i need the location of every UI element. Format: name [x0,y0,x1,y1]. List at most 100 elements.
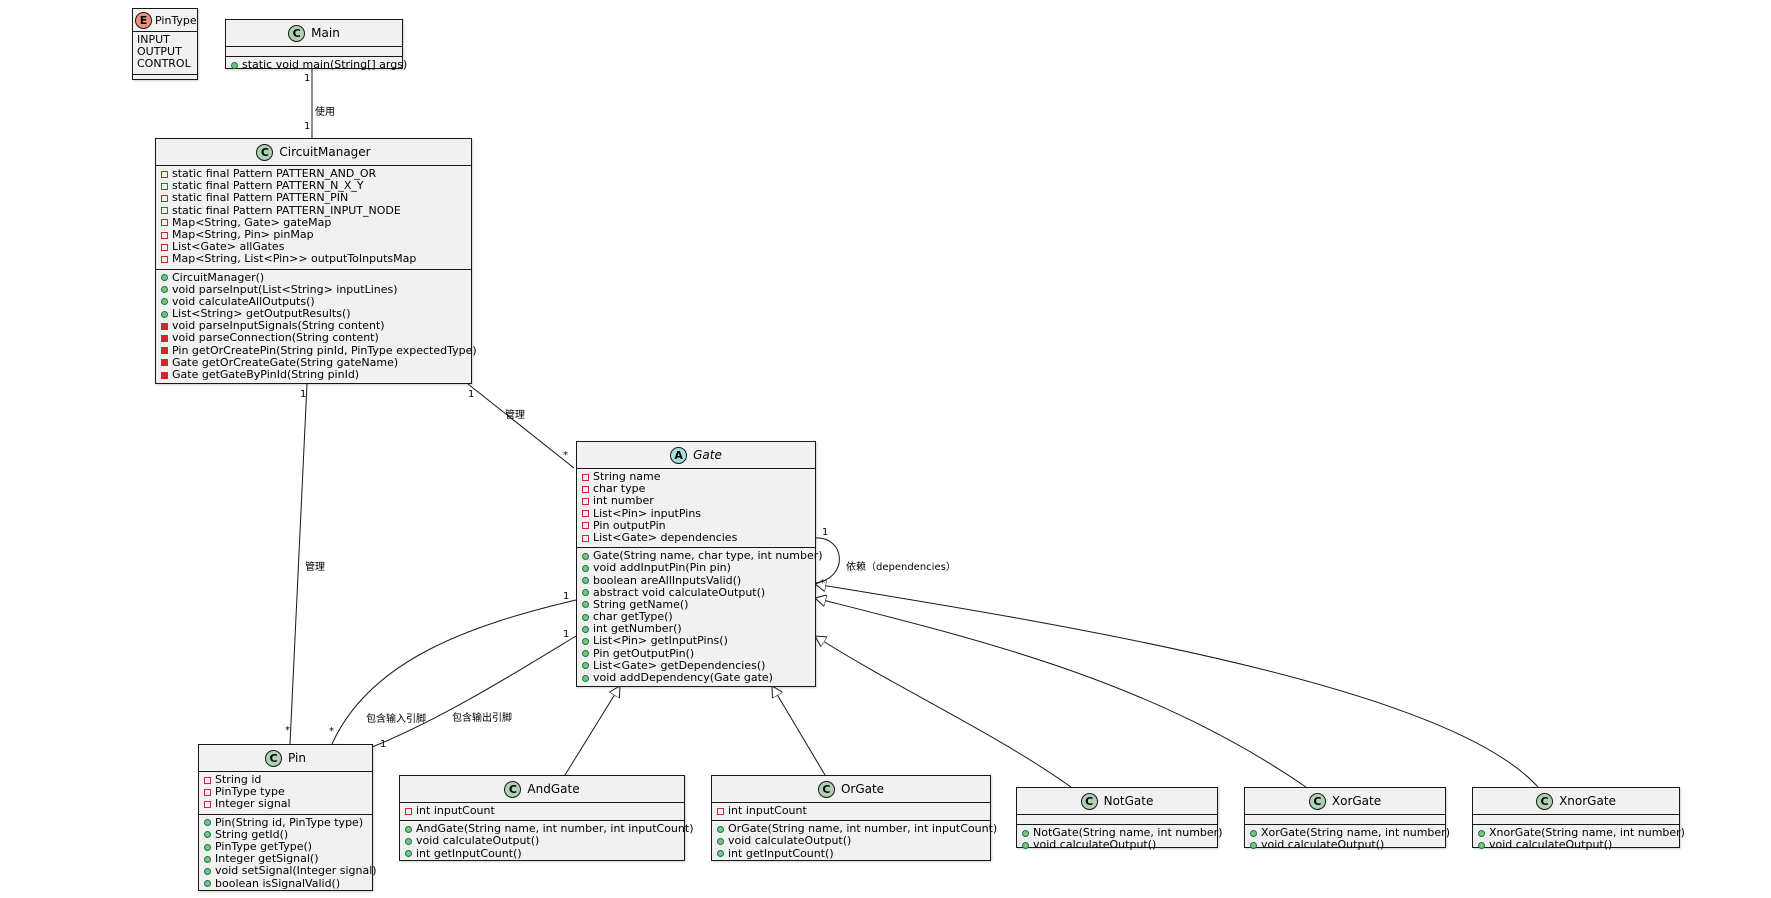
field-row: PinType type [199,785,372,798]
public-method-icon [582,552,589,560]
public-method-icon [1478,841,1485,849]
method-row: Gate(String name, char type, int number) [577,549,823,562]
method-row: boolean isSignalValid() [199,877,372,890]
method-row: OrGate(String name, int number, int inpu… [712,822,997,835]
public-method-icon [582,601,589,609]
mult-cm-gate-end: * [563,450,568,461]
mult-cm-gate-start: 1 [468,389,475,400]
private-field-icon [582,510,589,518]
public-method-icon [582,674,589,682]
private-method-icon [161,335,168,343]
method-row: void calculateOutput() [712,835,990,847]
public-method-icon [231,61,238,69]
method-row: String getName() [577,598,815,611]
class-name: PinType [155,13,197,27]
method-row: static void main(String[] args) [226,58,407,71]
private-field-icon [582,497,589,505]
enum-value: OUTPUT [137,45,182,59]
public-method-icon [717,837,724,845]
method-row: List<Gate> getDependencies() [577,659,815,672]
mult-gate-self-start: 1 [822,527,829,538]
method-row: void calculateOutput() [1245,838,1445,851]
public-method-icon [405,837,412,845]
public-method-icon [161,274,168,282]
mult-gate-self-end: * [820,578,825,589]
private-field-icon [204,788,211,796]
class-name: Pin [288,751,306,765]
edge-gate-pin-output [371,635,577,748]
edge-notgate-gate [815,636,1072,788]
private-field-icon [717,807,724,815]
class-main[interactable]: C Main static void main(String[] args) [225,19,407,71]
edge-xnorgate-gate [815,584,1539,788]
class-circuitmanager[interactable]: C CircuitManager static final Pattern PAT… [155,138,477,384]
field-row: char type [577,482,815,495]
class-name: CircuitManager [279,145,371,159]
class-name: AndGate [527,782,580,796]
private-field-icon [161,207,168,215]
method-row: int getInputCount() [400,847,684,860]
public-method-icon [582,589,589,597]
method-row: void calculateOutput() [1473,838,1679,851]
method-row: void parseInputSignals(String content) [156,320,471,332]
method-row: Integer getSignal() [199,852,372,865]
public-method-icon [204,843,211,851]
class-name: Main [311,26,340,40]
method-row: List<Pin> getInputPins() [577,635,815,647]
private-field-icon [161,231,168,239]
private-method-icon [161,371,168,379]
private-method-icon [161,322,168,330]
mult-gate-pin-output-end: 1 [380,739,387,750]
edge-circuitmanager-pin [289,383,308,745]
public-method-icon [204,867,211,875]
field-row: List<Gate> dependencies [577,531,815,544]
method-row: Gate getGateByPinId(String pinId) [156,368,471,381]
public-method-icon [582,662,589,670]
private-field-icon [204,800,211,808]
method-row: Pin(String id, PinType type) [199,816,372,829]
class-icon: C [256,143,274,161]
public-method-icon [204,831,211,839]
private-field-icon [161,194,168,202]
private-field-icon [161,255,168,263]
method-row: List<String> getOutputResults() [156,307,471,320]
mult-cm-pin-end: * [285,725,290,736]
public-method-icon [161,310,168,318]
public-method-icon [204,880,211,888]
enum-value: CONTROL [137,57,191,71]
private-field-icon [582,473,589,481]
method-row: void calculateOutput() [1017,838,1217,851]
private-field-icon [582,485,589,493]
method-row: CircuitManager() [156,271,471,284]
field-row: static final Pattern PATTERN_INPUT_NODE [156,204,471,217]
method-row: abstract void calculateOutput() [577,586,815,599]
class-icon: C [265,749,283,767]
public-method-icon [1250,829,1257,837]
public-method-icon [161,298,168,306]
method-row: Gate getOrCreateGate(String gateName) [156,356,471,369]
method-row: Pin getOrCreatePin(String pinId, PinType… [156,344,477,357]
private-field-icon [204,776,211,784]
method-row: void calculateOutput() [400,835,684,847]
public-method-icon [582,564,589,572]
private-field-icon [161,170,168,178]
class-icon: C [288,24,306,42]
private-method-icon [161,347,168,355]
class-name: OrGate [840,782,885,796]
class-name: XorGate [1331,794,1382,808]
private-method-icon [161,359,168,367]
method-row: void parseInput(List<String> inputLines) [156,283,471,296]
method-row: void addDependency(Gate gate) [577,671,815,684]
field-row: static final Pattern PATTERN_N_X_Y [156,179,471,192]
public-method-icon [405,825,412,833]
label-main-circuitmanager: 使用 [315,107,335,118]
